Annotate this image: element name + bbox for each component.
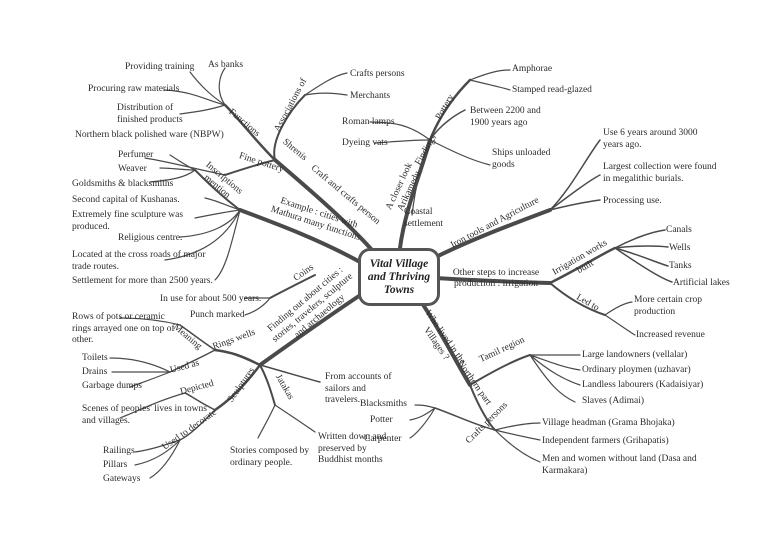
leaf-ships: Ships unloaded goods — [492, 148, 551, 170]
leaf-nbpw: Northern black polished ware (NBPW) — [75, 130, 224, 140]
central-topic-line3: Towns — [383, 283, 415, 296]
leaf-coastal: Coastal settlement — [404, 207, 444, 229]
leaf-amphorae: Amphorae — [512, 64, 553, 74]
leaf-men-women: Men and women without land (Dasa and Kar… — [542, 454, 697, 476]
leaf-drains: Drains — [82, 367, 108, 377]
leaf-blacksmiths: Blacksmiths — [360, 399, 407, 409]
leaf-religious-centre: Religious centre. — [118, 233, 183, 243]
leaf-artificial-lakes: Artificial lakes — [673, 278, 730, 288]
branch-irrigation — [432, 276, 552, 285]
leaf-slaves: Slaves (Adimai) — [582, 396, 645, 406]
leaf-railings: Railings — [103, 446, 135, 456]
leaf-between: Between 2200 and 1900 years ago — [470, 106, 541, 128]
branch-arikamedu — [398, 138, 432, 250]
leaf-stories-composed: Stories composed by ordinary people. — [230, 446, 310, 468]
leaf-use-6-years: Use 6 years around 3000 years ago. — [603, 128, 698, 150]
leaf-wells: Wells — [669, 243, 691, 253]
leaf-large-landowners: Large landowners (vellalar) — [582, 350, 688, 360]
leaf-more-certain: More certain crop production — [634, 295, 703, 317]
leaf-settlement: Settlement for more than 2500 years. — [72, 276, 213, 286]
leaf-increased-revenue: Increased revenue — [636, 330, 705, 340]
leaf-roman-lamps: Roman lamps — [342, 117, 395, 127]
leaf-gateways: Gateways — [103, 474, 141, 484]
leaf-merchants: Merchants — [350, 91, 391, 101]
leaf-processing: Processing use. — [603, 196, 662, 206]
branch-iron — [432, 208, 552, 260]
leaf-carpenter: Carpenter — [364, 434, 402, 444]
branch-craft — [273, 158, 374, 252]
leaf-scenes: Scenes of peoples' lives in towns and vi… — [82, 404, 207, 426]
branch-finding — [258, 290, 367, 367]
leaf-fine-sculpture: Extremely fine sculpture was produced. — [72, 210, 184, 232]
leaf-toilets: Toilets — [82, 353, 108, 363]
leaf-village-headman: Village headman (Grama Bhojaka) — [542, 418, 675, 428]
leaf-tanks: Tanks — [669, 261, 692, 271]
leaf-second-capital: Second capital of Kushanas. — [72, 195, 180, 205]
leaf-largest-collection: Largest collection were found in megalit… — [603, 162, 717, 184]
leaf-landless: Landless labourers (Kadaisiyar) — [582, 380, 704, 390]
central-topic-line1: Vital Village — [369, 257, 429, 270]
leaf-weaver: Weaver — [118, 164, 147, 174]
leaf-written-down: Written down and preserved by Buddhist m… — [318, 432, 387, 465]
branch-other-steps: Other steps to increase production : irr… — [452, 268, 540, 289]
leaf-dyeing-vats: Dyeing vats — [342, 138, 388, 148]
leaf-cross-roads: Located at the cross roads of major trad… — [72, 250, 206, 272]
leaf-garbage: Garbage dumps — [82, 381, 142, 391]
leaf-stamped: Stamped read-glazed — [512, 85, 592, 95]
leaf-pillars: Pillars — [103, 460, 128, 470]
leaf-as-banks: As banks — [208, 60, 244, 70]
leaf-from-accounts: From accounts of sailors and travelers. — [325, 372, 392, 405]
leaf-punch-marked: Punch marked — [190, 310, 245, 320]
central-topic: Vital Village and Thriving Towns — [358, 248, 440, 306]
branch-who — [418, 298, 472, 387]
leaf-procuring-raw: Procuring raw materials — [88, 84, 180, 94]
central-topic-line2: and Thriving — [367, 270, 431, 283]
leaf-ordinary-ploymen: Ordinary ploymen (uzhavar) — [582, 365, 691, 375]
leaf-potter: Potter — [370, 415, 393, 425]
leaf-crafts-persons: Crafts persons — [350, 69, 405, 79]
leaf-goldsmiths: Goldsmiths & blacksmiths — [72, 179, 174, 189]
leaf-distribution: Distribution of finished products — [117, 103, 183, 125]
branch-mathura — [238, 208, 362, 264]
leaf-perfumer: Perfumer — [118, 150, 154, 160]
leaf-canals: Canals — [666, 225, 692, 235]
leaf-in-use: In use for about 500 years. — [160, 294, 262, 304]
leaf-independent-farmers: Independent farmers (Grihapatis) — [542, 436, 669, 446]
leaf-rows-of-pots: Rows of pots or ceramic rings arrayed on… — [72, 312, 175, 345]
leaf-providing-training: Providing training — [125, 62, 195, 72]
